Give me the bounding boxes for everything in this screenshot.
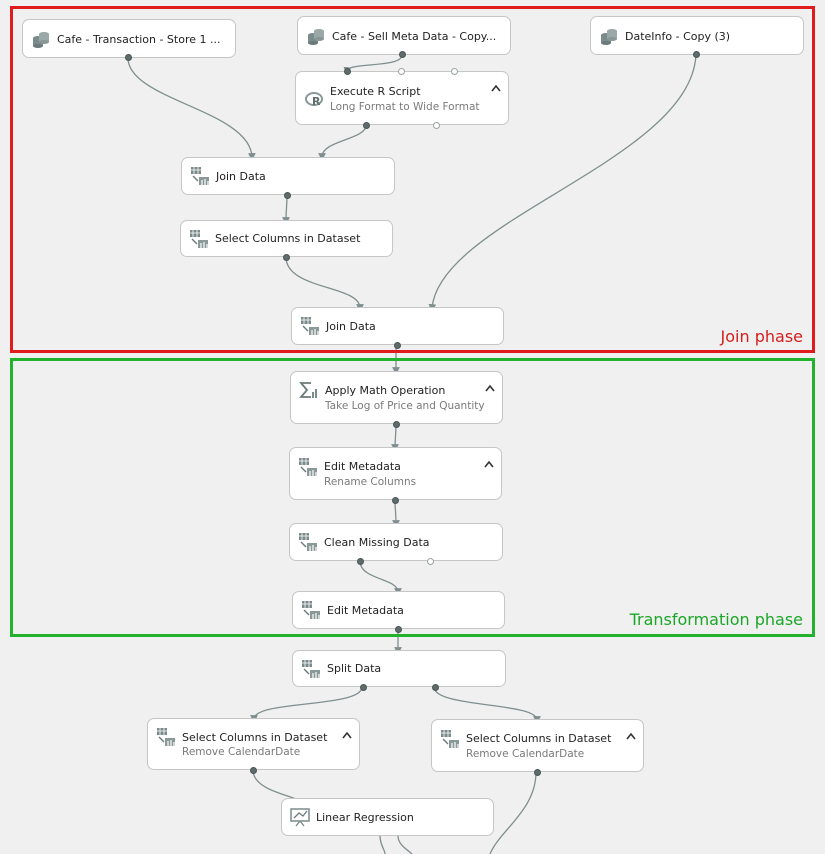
output-port[interactable] [392,497,399,504]
wire-select-right-to-regression [489,771,537,854]
output-port[interactable] [534,769,541,776]
module-cafe-transaction[interactable]: Cafe - Transaction - Store 1 ... [22,19,236,61]
collapse-chevron-icon[interactable] [626,732,636,740]
join-phase-box: Join phase [10,6,815,353]
table-module-icon [300,316,320,336]
module-subtitle: Remove CalendarDate [466,748,585,760]
module-title: Select Columns in Dataset [215,232,361,245]
module-title: Cafe - Transaction - Store 1 ... [57,33,221,46]
transformation-phase-box: Transformation phase [10,358,815,637]
module-title: Edit Metadata [324,460,401,473]
module-select-columns-1[interactable]: Select Columns in Dataset [180,220,393,261]
module-join-data-2[interactable]: Join Data [291,307,504,349]
wire-split-to-select-left [250,686,363,723]
module-edit-metadata-2[interactable]: Edit Metadata [292,591,505,633]
output-port[interactable] [394,342,401,349]
r-script-icon: R [304,90,324,110]
module-title: Linear Regression [316,811,414,824]
wire-split-to-select-right [433,686,541,724]
input-port[interactable] [451,68,458,75]
output-port[interactable] [433,122,440,129]
wire-clean-to-edit2 [359,560,402,596]
wire-regression-out-2 [397,835,413,854]
module-title: Join Data [216,170,266,183]
output-port[interactable] [360,684,367,691]
table-module-icon [298,457,318,477]
output-port[interactable] [357,558,364,565]
output-port[interactable] [250,767,257,774]
output-port[interactable] [432,684,439,691]
wire-select-to-join2 [285,256,364,312]
module-select-columns-right[interactable]: Select Columns in Dataset Remove Calenda… [431,719,644,776]
collapse-chevron-icon[interactable] [342,731,352,739]
wire-dateinfo-to-join2 [428,54,697,312]
transformation-phase-label: Transformation phase [629,610,803,629]
module-title: DateInfo - Copy (3) [625,30,731,43]
output-port[interactable] [363,122,370,129]
wire-regression-out [379,835,386,854]
table-module-icon [301,600,321,620]
module-edit-metadata-1[interactable]: Edit Metadata Rename Columns [289,447,502,504]
module-execute-r-script[interactable]: R Execute R Script Long Format to Wide F… [295,68,509,129]
module-title: Split Data [327,662,382,675]
sigma-icon [299,380,319,400]
output-port[interactable] [427,558,434,565]
module-cafe-sell-meta[interactable]: Cafe - Sell Meta Data - Copy... [297,16,511,58]
dataset-icon [599,26,619,46]
output-port[interactable] [399,51,406,58]
output-port[interactable] [283,254,290,261]
module-select-columns-left[interactable]: Select Columns in Dataset Remove Calenda… [147,718,360,774]
module-title: Clean Missing Data [324,536,430,549]
input-port[interactable] [344,68,351,75]
module-title: Select Columns in Dataset [182,731,328,744]
output-port[interactable] [284,192,291,199]
module-subtitle: Remove CalendarDate [182,746,301,758]
module-subtitle: Take Log of Price and Quantity [325,400,485,412]
dataset-icon [31,29,51,49]
module-title: Edit Metadata [327,604,404,617]
module-join-data-1[interactable]: Join Data [181,157,395,199]
module-subtitle: Rename Columns [324,476,417,488]
output-port[interactable] [693,51,700,58]
regression-icon [290,807,310,827]
module-subtitle: Long Format to Wide Format [330,101,480,113]
module-title: Join Data [326,320,376,333]
wire-transaction-to-join [127,57,256,161]
svg-text:R: R [312,95,321,108]
join-phase-label: Join phase [720,327,803,346]
module-dateinfo-copy[interactable]: DateInfo - Copy (3) [590,16,804,58]
collapse-chevron-icon[interactable] [485,384,495,392]
dataset-icon [306,26,326,46]
table-module-icon [298,532,318,552]
table-module-icon [156,727,176,747]
output-port[interactable] [125,54,132,61]
table-module-icon [190,166,210,186]
module-linear-regression[interactable]: Linear Regression [281,798,494,836]
wire-select-left-to-regression [252,769,299,801]
module-apply-math-operation[interactable]: Apply Math Operation Take Log of Price a… [290,371,503,428]
module-clean-missing-data[interactable]: Clean Missing Data [289,523,503,565]
module-split-data[interactable]: Split Data [292,650,506,691]
table-module-icon [189,229,209,249]
input-port[interactable] [398,68,405,75]
collapse-chevron-icon[interactable] [491,84,501,92]
module-title: Apply Math Operation [325,384,446,397]
collapse-chevron-icon[interactable] [484,460,494,468]
module-title: Select Columns in Dataset [466,732,612,745]
table-module-icon [301,659,321,679]
output-port[interactable] [393,421,400,428]
module-title: Cafe - Sell Meta Data - Copy... [332,30,497,43]
module-title: Execute R Script [330,85,421,98]
table-module-icon [440,729,460,749]
output-port[interactable] [395,626,402,633]
